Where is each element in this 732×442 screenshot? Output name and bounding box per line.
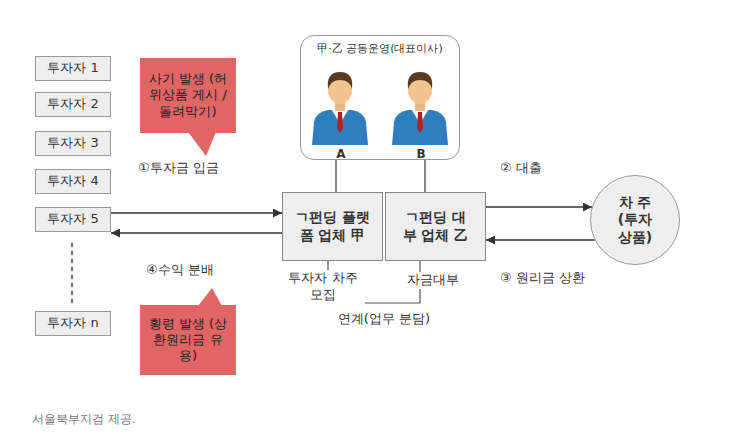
source-caption: 서울북부지검 제공.: [30, 412, 138, 428]
node-text: 투자자 4: [47, 173, 98, 189]
link-line: [424, 160, 425, 192]
company-box: ㄱ펀딩 플랫폼 업체 甲: [282, 192, 383, 261]
group-text: A: [333, 147, 349, 162]
group-text: B: [413, 147, 429, 162]
link-line: [335, 160, 336, 192]
ellipsis-dots: [71, 244, 74, 304]
node-text: 사기 발생 (허위상품 게시 /돌려막기): [145, 71, 231, 120]
note-label: 연계(업무 분담): [330, 311, 438, 328]
callout-box: 횡령 발생 (상환원리금 유용): [140, 305, 236, 375]
flow-arrow: [486, 206, 592, 208]
flow-arrow: [111, 212, 282, 214]
hair: [328, 72, 353, 89]
suit: [392, 110, 448, 145]
note-label: 자금대부: [400, 272, 466, 289]
flow-arrow: [486, 239, 595, 241]
node-text: 차 주 (투자 상품): [609, 194, 661, 247]
node-text: 투자자 1: [47, 60, 98, 76]
callout-tail: [188, 132, 216, 156]
node-text: 투자자 3: [47, 135, 98, 151]
suit: [312, 110, 368, 145]
person-icon: [312, 72, 368, 145]
flow-label: ④수익 분배: [144, 262, 216, 279]
investor-box: 투자자 5: [35, 207, 111, 232]
flow-label: ①투자금 입금: [136, 160, 221, 177]
flow-label: ③ 원리금 상환: [498, 270, 587, 287]
group-box: 甲·乙 공동운영(대표이사) A B: [300, 35, 460, 160]
person-icon: [392, 72, 448, 145]
investor-box: 투자자 4: [35, 169, 111, 194]
node-text: ㄱ펀딩 대부 업체 乙: [401, 209, 471, 244]
borrower-circle: 차 주 (투자 상품): [590, 175, 680, 265]
node-text: ㄱ펀딩 플랫폼 업체 甲: [293, 209, 373, 244]
group-text: 甲·乙 공동운영(대표이사): [301, 42, 459, 56]
node-text: 투자자 n: [47, 315, 98, 331]
node-text: 횡령 발생 (상환원리금 유용): [145, 316, 231, 365]
investor-box: 투자자 3: [35, 131, 111, 156]
callout-box: 사기 발생 (허위상품 게시 /돌려막기): [140, 58, 236, 133]
company-box: ㄱ펀딩 대부 업체 乙: [385, 192, 486, 261]
investor-box: 투자자 n: [35, 311, 111, 336]
flow-arrow: [111, 232, 282, 234]
note-label: 투자자 차주 모집: [281, 270, 365, 304]
tie: [337, 112, 343, 133]
hair: [408, 72, 433, 89]
node-text: 투자자 5: [47, 211, 98, 227]
node-text: 투자자 2: [47, 96, 98, 112]
flow-label: ② 대출: [498, 160, 544, 177]
tie: [417, 112, 423, 133]
investor-box: 투자자 2: [35, 92, 111, 117]
investor-box: 투자자 1: [35, 56, 111, 81]
callout-tail: [198, 288, 222, 306]
